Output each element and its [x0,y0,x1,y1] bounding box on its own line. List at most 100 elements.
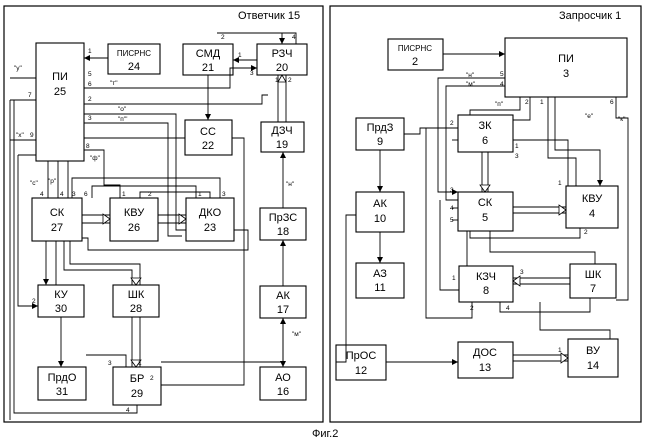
block-pros-12: ПрОС 12 [336,345,386,380]
svg-text:2: 2 [584,229,588,236]
svg-text:27: 27 [51,222,63,234]
svg-text:"о": "о" [118,106,127,113]
interrogator-title: Запросчик 1 [559,10,621,22]
svg-text:2: 2 [148,191,152,198]
svg-text:ПрдО: ПрдО [48,372,77,384]
figure-caption: Фиг.2 [312,428,338,440]
svg-text:ПИ: ПИ [52,71,68,83]
svg-text:ШК: ШК [128,289,145,301]
svg-text:"р": "р" [48,178,57,185]
svg-text:8: 8 [483,285,489,297]
svg-text:26: 26 [128,222,140,234]
svg-text:ПИСРНС: ПИСРНС [398,44,432,53]
svg-text:БР: БР [130,373,145,385]
svg-text:17: 17 [277,304,289,316]
svg-text:20: 20 [276,62,288,74]
svg-text:28: 28 [130,303,142,315]
svg-text:"м": "м" [466,81,476,88]
svg-text:"ф": "ф" [90,155,101,162]
svg-text:"е": "е" [585,113,594,120]
svg-text:4: 4 [450,205,454,212]
svg-text:3: 3 [108,360,112,367]
svg-text:2: 2 [32,298,36,305]
block-dko-23: ДКО 23 [186,198,234,241]
svg-text:"у": "у" [14,65,23,72]
svg-text:3: 3 [222,191,226,198]
block-zk-6: ЗК 6 [458,115,513,152]
svg-text:"н": "н" [286,181,295,188]
svg-text:1: 1 [138,360,142,367]
svg-text:25: 25 [54,86,66,98]
block-pisrns-2: ПИСРНС 2 [388,39,443,70]
svg-text:АК: АК [276,290,290,302]
svg-text:КУ: КУ [54,289,69,301]
block-prdo-31: ПрдО 31 [38,367,86,400]
svg-text:"к": "к" [618,116,626,123]
svg-text:ДКО: ДКО [199,207,222,219]
svg-text:1: 1 [238,52,242,59]
block-shk-7: ШК 7 [570,264,616,298]
svg-text:4: 4 [500,81,504,88]
svg-text:"п": "п" [495,101,504,108]
svg-text:1: 1 [452,275,456,282]
svg-text:ПрдЗ: ПрдЗ [367,122,394,134]
svg-text:"м": "м" [292,331,302,338]
svg-text:4: 4 [589,208,595,220]
svg-text:1: 1 [198,191,202,198]
block-ak-10: АК 10 [356,192,404,232]
svg-text:3: 3 [88,115,92,122]
svg-text:ШК: ШК [585,269,602,281]
block-pisrns-24: ПИСРНС 24 [108,44,160,74]
svg-text:19: 19 [276,139,288,151]
svg-text:2: 2 [150,375,154,382]
svg-text:31: 31 [56,386,68,398]
svg-text:24: 24 [128,61,140,73]
svg-text:СС: СС [200,126,216,138]
svg-text:ПИСРНС: ПИСРНС [117,49,151,58]
svg-text:СК: СК [478,197,493,209]
svg-text:13: 13 [479,362,491,374]
svg-text:12: 12 [355,365,367,377]
svg-text:АЗ: АЗ [373,268,387,280]
svg-text:8: 8 [86,143,90,150]
svg-text:ЗК: ЗК [478,120,492,132]
svg-text:КВУ: КВУ [582,193,603,205]
svg-text:2: 2 [88,96,92,103]
svg-text:КВУ: КВУ [124,207,145,219]
svg-text:1: 1 [275,77,279,84]
block-pi-25: ПИ 25 [36,43,84,161]
svg-text:3: 3 [450,187,454,194]
svg-text:1: 1 [122,191,126,198]
block-ao-16: АО 16 [260,367,306,400]
svg-text:"н": "н" [466,72,475,79]
svg-text:СМД: СМД [196,48,221,60]
block-shk-28: ШК 28 [113,285,159,317]
block-br-29: БР 29 [113,367,161,405]
block-pi-3: ПИ 3 [505,38,627,97]
block-ss-22: СС 22 [185,120,232,155]
svg-text:11: 11 [374,282,385,294]
svg-text:2: 2 [288,77,292,84]
svg-text:2: 2 [470,305,474,312]
block-kzch-8: КЗЧ 8 [459,266,513,302]
svg-text:3: 3 [250,70,254,77]
svg-text:23: 23 [204,222,216,234]
svg-text:ПИ: ПИ [558,53,574,65]
svg-text:РЗЧ: РЗЧ [272,48,293,60]
svg-text:6: 6 [610,99,614,106]
block-prdz-9: ПрдЗ 9 [356,118,404,150]
svg-text:4: 4 [292,34,296,41]
svg-text:4: 4 [40,191,44,198]
block-rzch-20: РЗЧ 20 [257,44,307,75]
block-kvu-4: КВУ 4 [566,186,618,228]
svg-text:1: 1 [558,347,562,354]
svg-text:1: 1 [558,180,562,187]
svg-text:ВУ: ВУ [586,345,601,357]
svg-text:2: 2 [525,99,529,106]
svg-text:14: 14 [587,360,599,372]
svg-text:"т": "т" [110,80,118,87]
svg-text:3: 3 [563,68,569,80]
svg-text:5: 5 [450,217,454,224]
svg-text:3: 3 [72,191,76,198]
